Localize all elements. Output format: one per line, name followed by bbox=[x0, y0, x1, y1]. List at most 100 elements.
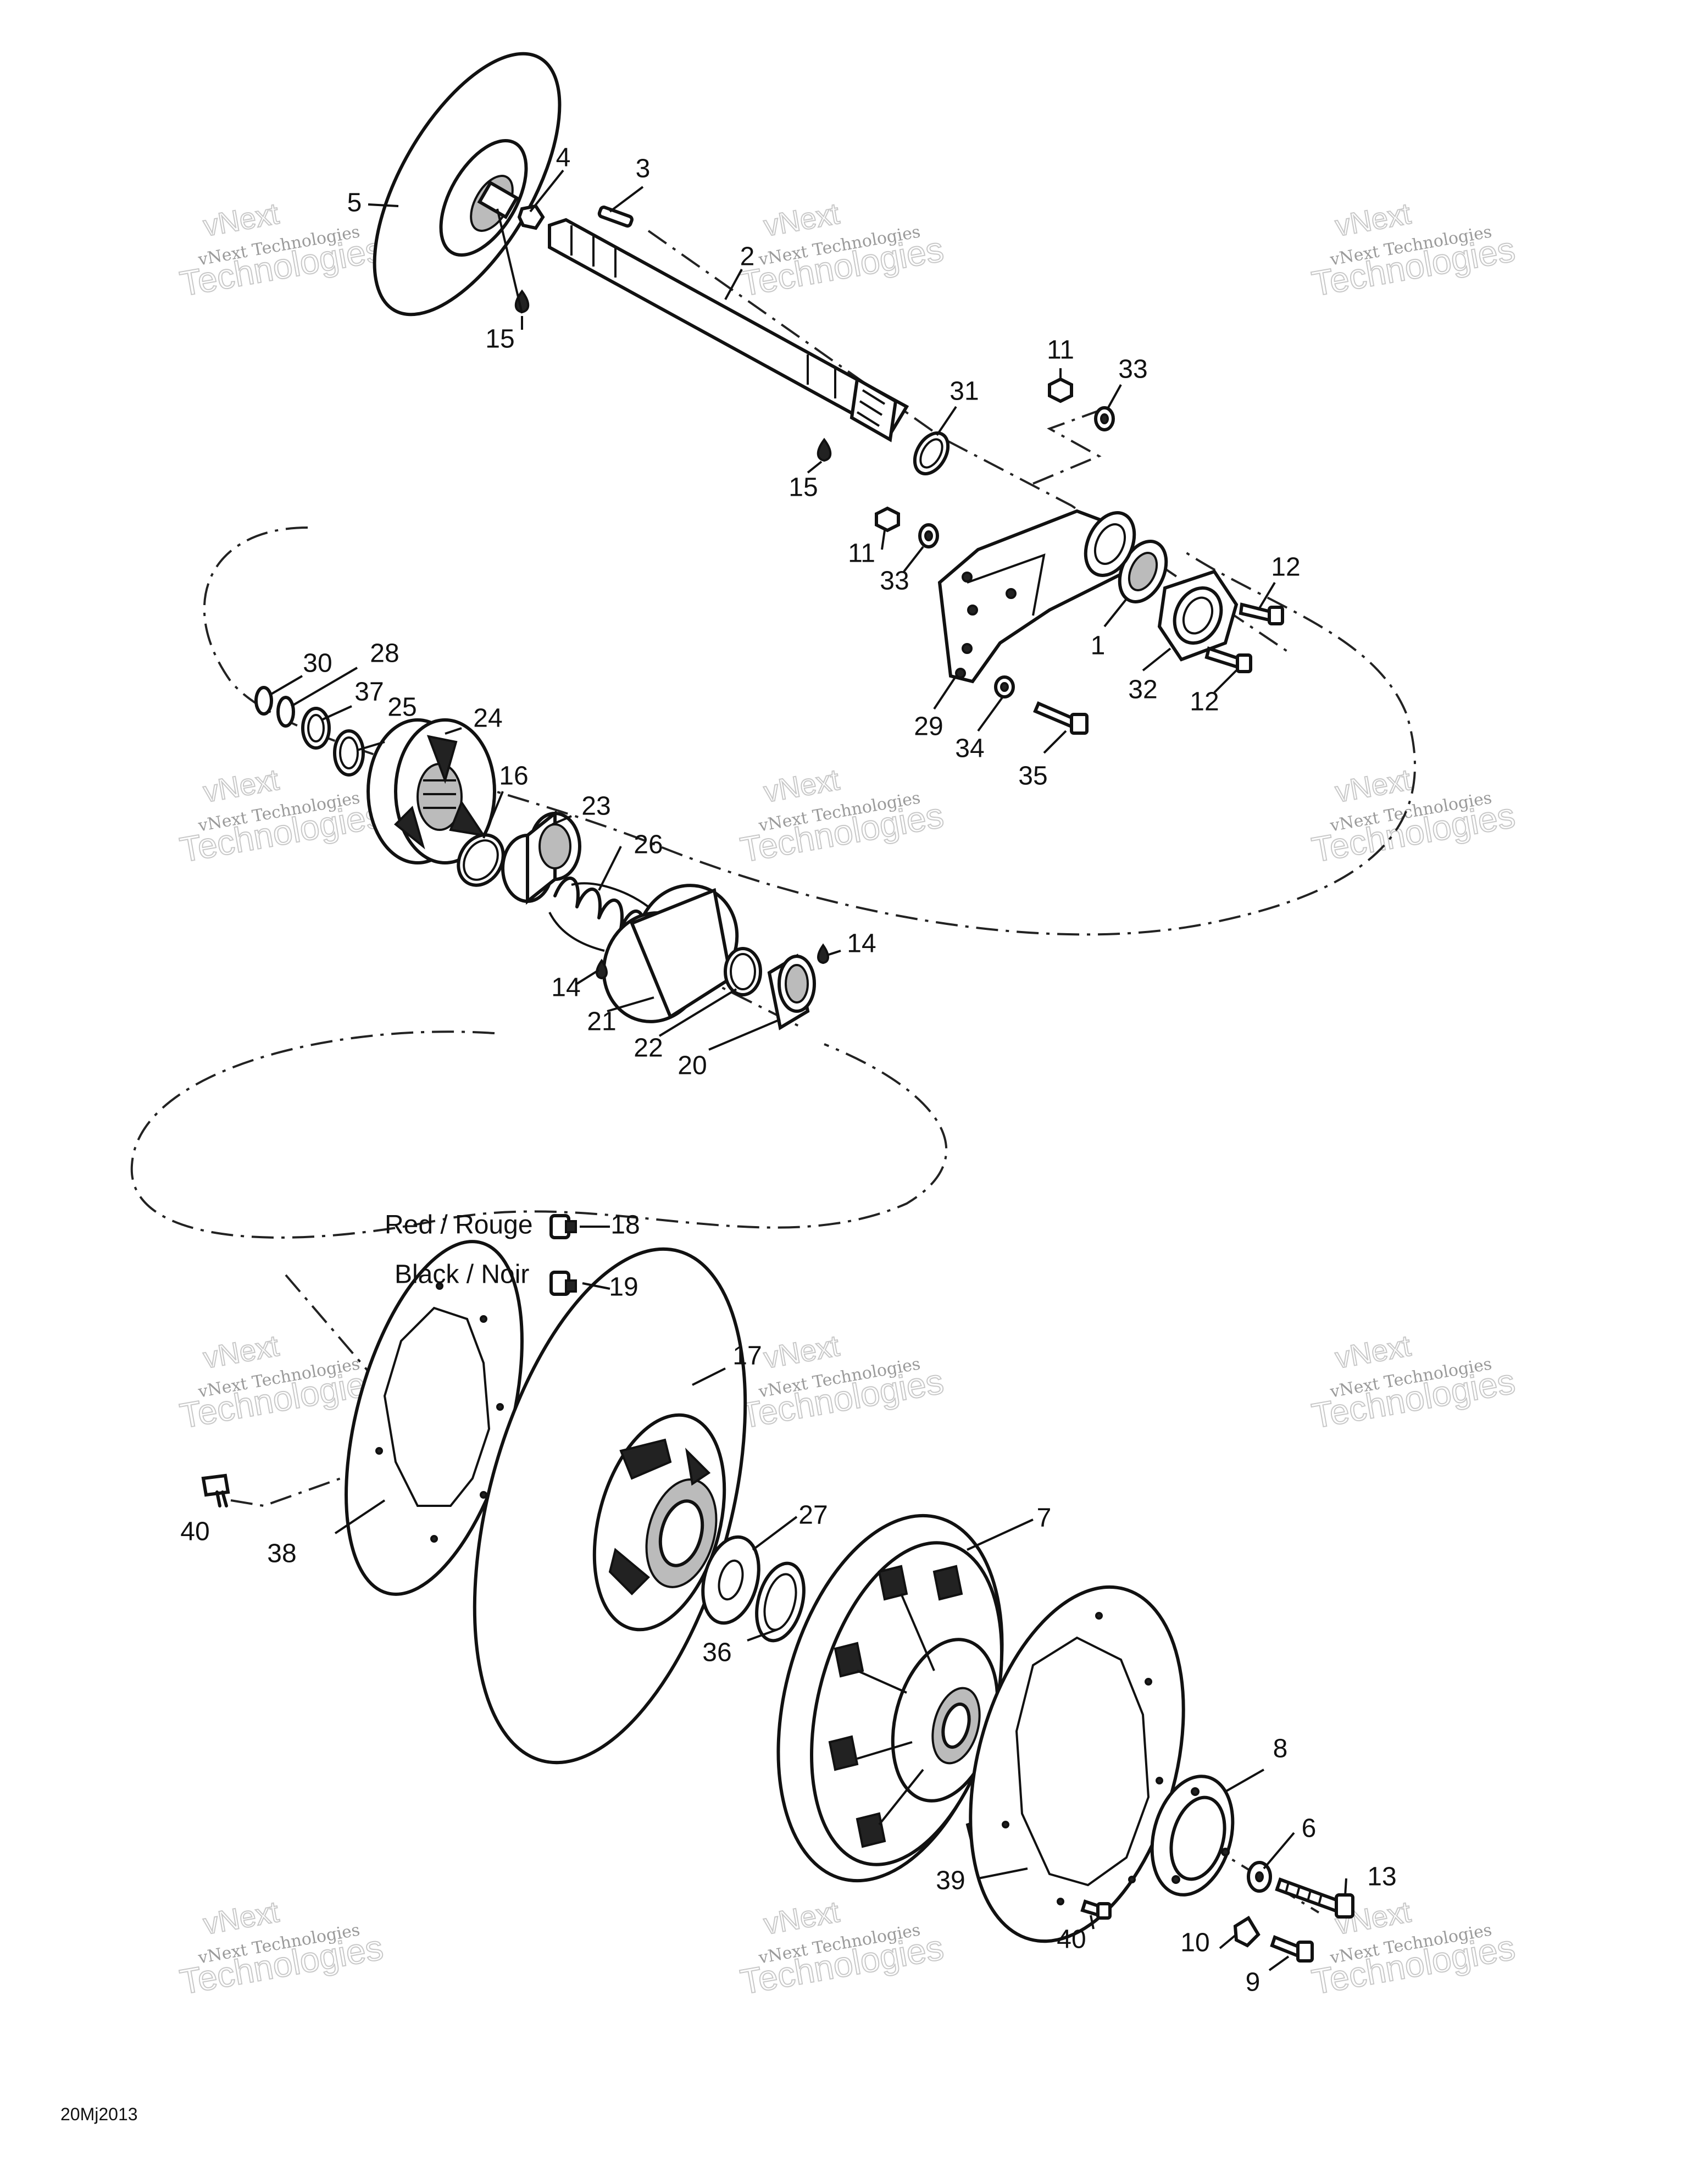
callout-10: 10 bbox=[1180, 1928, 1209, 1958]
part-6-washer bbox=[1247, 1861, 1272, 1893]
callout-20: 20 bbox=[678, 1051, 707, 1080]
part-11-nut-lower bbox=[875, 506, 900, 533]
watermark: vNext vNext Technologies Technologies bbox=[737, 1329, 947, 1437]
part-7-sheave bbox=[776, 1514, 1004, 1883]
callout-1: 1 bbox=[1091, 631, 1106, 661]
part-14-drop-right bbox=[817, 943, 829, 964]
watermark: vNext vNext Technologies Technologies bbox=[1308, 763, 1518, 871]
part-19-connector-black bbox=[549, 1271, 577, 1296]
part-9-bolt bbox=[1270, 1935, 1314, 1963]
diagram-code: 20Mj2013 bbox=[60, 2104, 138, 2124]
part-5-sheave bbox=[373, 52, 562, 317]
part-23-bushing bbox=[501, 810, 581, 905]
part-21-cup bbox=[602, 884, 739, 1023]
callouts: 5 4 3 2 15 15 31 11 33 11 33 12 1 32 12 … bbox=[180, 143, 1396, 1997]
watermark-brand: vNext bbox=[201, 1895, 281, 1941]
callout-25: 25 bbox=[387, 693, 417, 722]
callout-12-upper: 12 bbox=[1271, 553, 1300, 582]
callout-12-lower: 12 bbox=[1190, 688, 1219, 717]
part-35-bolt bbox=[1033, 701, 1089, 735]
part-18-connector-red bbox=[549, 1214, 577, 1239]
callout-2: 2 bbox=[740, 242, 755, 271]
part-12-bolt-lower bbox=[1204, 646, 1252, 673]
callout-33-lower: 33 bbox=[880, 567, 909, 596]
callout-22: 22 bbox=[634, 1034, 663, 1063]
callout-31: 31 bbox=[949, 377, 979, 406]
callout-23: 23 bbox=[581, 792, 610, 821]
callout-32: 32 bbox=[1128, 675, 1157, 705]
callout-8: 8 bbox=[1273, 1734, 1288, 1764]
upper-loop-line bbox=[203, 526, 1416, 936]
part-13-bolt bbox=[1275, 1877, 1354, 1919]
callout-33-upper: 33 bbox=[1118, 355, 1147, 384]
callout-28: 28 bbox=[370, 639, 399, 668]
bolt-40-line bbox=[230, 1477, 341, 1507]
part-34-washer bbox=[994, 675, 1015, 699]
part-16-ring bbox=[457, 833, 505, 887]
part-32-flange bbox=[1157, 569, 1239, 662]
callout-18: 18 bbox=[610, 1211, 640, 1240]
part-2-shaft bbox=[548, 218, 909, 442]
watermark-brand: vNext bbox=[1333, 197, 1413, 243]
assembly-lines bbox=[130, 230, 1416, 1914]
callout-11-upper: 11 bbox=[1047, 336, 1074, 365]
part-30-ring bbox=[254, 686, 273, 716]
part-29-bracket bbox=[937, 509, 1129, 684]
part-14-drop-left bbox=[596, 958, 608, 980]
watermark: vNext vNext Technologies Technologies bbox=[176, 1329, 386, 1437]
watermark-brand: vNext bbox=[1333, 763, 1413, 809]
part-36-ring bbox=[755, 1561, 806, 1643]
part-1-bearing bbox=[1084, 511, 1168, 603]
middle-loop-line bbox=[130, 1030, 948, 1239]
watermark: vNext vNext Technologies Technologies bbox=[737, 763, 947, 871]
callout-36: 36 bbox=[702, 1638, 731, 1667]
callout-15-upper: 15 bbox=[485, 325, 514, 354]
watermark-brand: vNext bbox=[762, 1895, 842, 1941]
part-24-cam bbox=[367, 718, 496, 864]
part-15-grease-drop-lower bbox=[817, 437, 832, 462]
callout-19: 19 bbox=[609, 1273, 638, 1302]
part-31-ring bbox=[913, 431, 950, 475]
part-37-washer bbox=[301, 707, 331, 750]
part-10-bracket bbox=[1233, 1915, 1261, 1948]
callout-16: 16 bbox=[499, 762, 528, 791]
callout-40-left: 40 bbox=[180, 1517, 209, 1546]
part-17-sheave bbox=[473, 1247, 747, 1765]
callout-29: 29 bbox=[914, 712, 943, 741]
watermark: vNext vNext Technologies Technologies bbox=[176, 1895, 386, 2003]
watermark: vNext vNext Technologies Technologies bbox=[737, 1895, 947, 2003]
part-40-bolt-right bbox=[1080, 1899, 1112, 1920]
callout-15-lower: 15 bbox=[789, 473, 818, 502]
leader-lines bbox=[268, 169, 1347, 1971]
part-40-bolt-left bbox=[201, 1473, 230, 1507]
watermark-brand: vNext bbox=[762, 763, 842, 809]
watermark-brand: vNext bbox=[201, 1329, 281, 1375]
watermark-brand: vNext bbox=[201, 763, 281, 809]
callout-5: 5 bbox=[347, 189, 362, 218]
callout-30: 30 bbox=[303, 649, 332, 678]
watermark: vNext vNext Technologies Technologies bbox=[1308, 1329, 1518, 1437]
callout-14-right: 14 bbox=[847, 929, 876, 958]
part-33-washer-upper bbox=[1094, 406, 1115, 431]
part-3-key bbox=[597, 206, 634, 228]
watermark: vNext vNext Technologies Technologies bbox=[1308, 197, 1518, 304]
callout-3: 3 bbox=[636, 154, 651, 184]
shaft-axis-line bbox=[647, 230, 1292, 655]
callout-17: 17 bbox=[732, 1342, 762, 1371]
callout-14-left: 14 bbox=[551, 973, 580, 1002]
part-28-washer bbox=[276, 696, 295, 728]
red-connector-label: Red / Rouge bbox=[385, 1211, 533, 1240]
callout-38: 38 bbox=[267, 1539, 296, 1568]
callout-26: 26 bbox=[634, 830, 663, 860]
callout-35: 35 bbox=[1018, 762, 1047, 791]
callout-40-right: 40 bbox=[1057, 1925, 1086, 1954]
callout-24: 24 bbox=[473, 704, 502, 733]
callout-39: 39 bbox=[936, 1866, 965, 1895]
watermark: vNext vNext Technologies Technologies bbox=[737, 197, 947, 304]
callout-34: 34 bbox=[955, 734, 984, 763]
callout-4: 4 bbox=[556, 143, 571, 173]
part-25-ring bbox=[333, 729, 365, 777]
callout-27: 27 bbox=[798, 1501, 828, 1530]
callout-11-lower: 11 bbox=[848, 539, 875, 568]
